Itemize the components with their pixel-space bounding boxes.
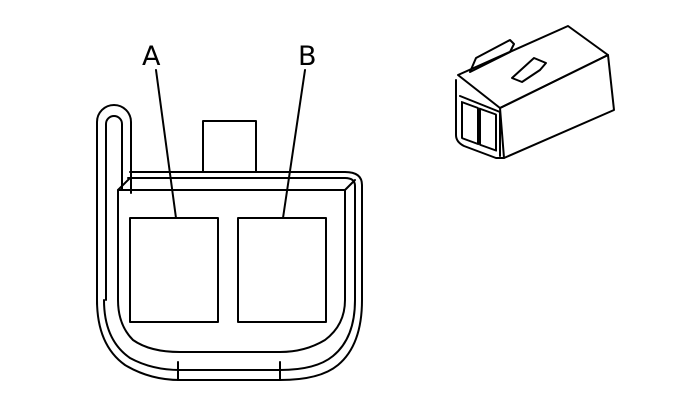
pin-label-b: B: [298, 41, 317, 72]
connector-isometric-view: [455, 25, 615, 159]
connector-face-view: [96, 69, 363, 381]
iso-latch: [469, 39, 515, 73]
housing-inner-cavity: [117, 189, 346, 353]
terminal-cavity-b: [237, 217, 327, 323]
iso-terminal-window-b: [479, 107, 497, 152]
housing-middle: [103, 177, 356, 371]
iso-side-face: [499, 54, 615, 159]
locking-tab: [202, 120, 257, 173]
iso-ramp-lock: [511, 57, 547, 83]
housing-outer: [96, 171, 363, 381]
iso-front-inner: [459, 95, 501, 157]
latch-arm-inner: [105, 115, 123, 301]
terminal-cavity-a: [129, 217, 219, 323]
pin-label-a: A: [142, 41, 161, 72]
leader-line-a: [155, 69, 177, 219]
latch-arm: [96, 104, 132, 305]
iso-terminal-window-a: [461, 101, 479, 146]
iso-front-face: [455, 79, 505, 159]
leader-line-b: [282, 69, 306, 219]
cavity-bevel-right: [344, 179, 356, 191]
cavity-bevel-left: [117, 177, 131, 191]
